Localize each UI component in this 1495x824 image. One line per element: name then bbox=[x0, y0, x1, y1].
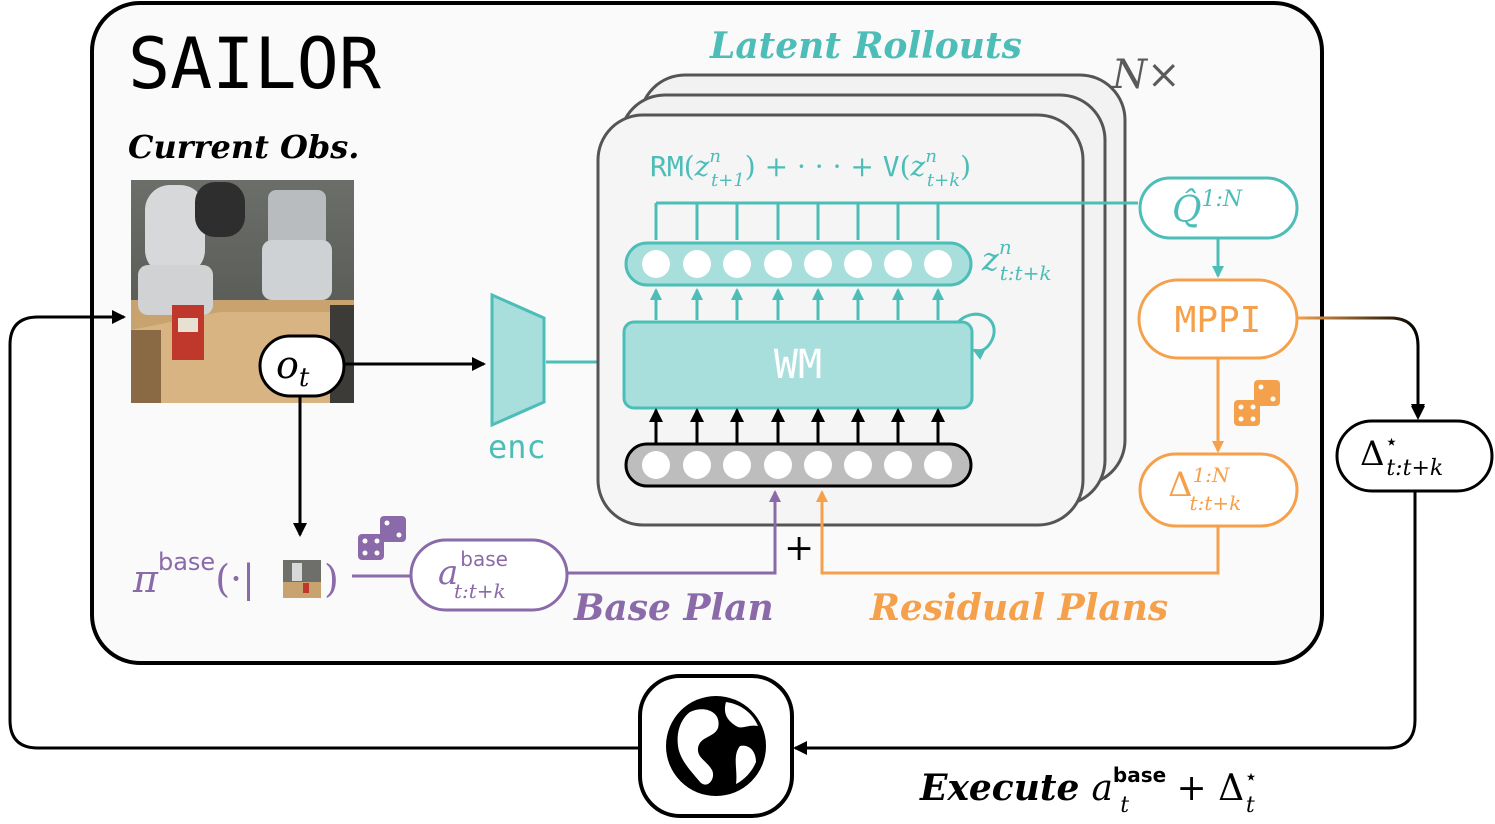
svg-text:Δ1:Nt:t+k: Δ1:N t:t+k bbox=[1168, 463, 1241, 515]
dice-icon bbox=[1234, 380, 1280, 426]
env-feedback-path bbox=[8, 310, 640, 750]
action-node bbox=[924, 451, 952, 479]
latent-node bbox=[924, 250, 952, 278]
latent-label-sub: t:t+k bbox=[1000, 261, 1052, 285]
base-action-sup: base bbox=[460, 547, 508, 571]
reward-rm: RM bbox=[650, 150, 684, 183]
svg-text:ot: ot bbox=[276, 343, 310, 393]
execute-a-sup: base bbox=[1113, 763, 1166, 787]
q-node-sup: 1:N bbox=[1202, 187, 1243, 212]
mppi-label: MPPI bbox=[1175, 300, 1262, 341]
residual-node: Δ1:N t:t+k bbox=[1138, 452, 1299, 528]
globe-icon bbox=[677, 702, 758, 785]
robot-camera-image bbox=[131, 180, 354, 403]
policy-args-close: ) bbox=[324, 557, 339, 601]
residual-node-base: Δ bbox=[1168, 465, 1193, 505]
output-node-sup: ⋆ bbox=[1385, 430, 1399, 455]
action-node bbox=[804, 451, 832, 479]
policy-args-open: (·| bbox=[215, 557, 255, 601]
rollout-panel bbox=[596, 113, 1085, 527]
enc-label: enc bbox=[488, 428, 546, 466]
encoder-shape bbox=[490, 292, 546, 428]
svg-text:Δ⋆t:t+k: Δ⋆t:t+k bbox=[1360, 430, 1443, 481]
latent-label-base: z bbox=[981, 240, 1000, 278]
latent-nodes bbox=[642, 250, 952, 278]
action-to-wm-arrows bbox=[649, 408, 945, 443]
latent-bar bbox=[624, 241, 973, 287]
execute-a-sub: t bbox=[1120, 793, 1129, 818]
latent-node bbox=[683, 250, 711, 278]
plus-sign: + bbox=[784, 528, 814, 569]
base-action-base: a bbox=[438, 553, 458, 593]
action-node bbox=[723, 451, 751, 479]
title: SAILOR bbox=[128, 23, 382, 105]
latent-node bbox=[844, 250, 872, 278]
execute-label: Execute bbox=[919, 767, 1079, 809]
stack-count: N bbox=[1111, 52, 1149, 98]
policy-sup: base bbox=[158, 548, 215, 576]
action-nodes bbox=[642, 451, 952, 479]
stack-count-label: N× bbox=[1111, 52, 1181, 98]
q-node: Q̂1:N bbox=[1138, 176, 1299, 240]
mppi-node: MPPI bbox=[1137, 278, 1299, 360]
base-plan-label: Base Plan bbox=[573, 587, 774, 629]
execute-delta-sub: t bbox=[1246, 793, 1255, 818]
base-plan-path bbox=[568, 490, 781, 575]
q-node-base: Q̂ bbox=[1172, 188, 1202, 231]
globe-node bbox=[638, 674, 794, 818]
output-node: Δ⋆t:t+k bbox=[1335, 419, 1494, 493]
latent-node bbox=[764, 250, 792, 278]
execute-plus: + Δ bbox=[1165, 768, 1244, 809]
action-node bbox=[884, 451, 912, 479]
wm-to-latent-arrows bbox=[650, 288, 944, 320]
latent-node bbox=[884, 250, 912, 278]
action-bar bbox=[624, 442, 973, 488]
latent-node bbox=[642, 250, 670, 278]
execute-caption: Execute abase t + Δ⋆ t bbox=[919, 763, 1258, 818]
wm-label: WM bbox=[774, 342, 822, 388]
latent-rollouts-label: Latent Rollouts bbox=[709, 25, 1022, 67]
execute-a: a bbox=[1091, 768, 1112, 809]
reward-bus bbox=[654, 201, 1138, 240]
svg-text:πbase(·|: πbase(·| bbox=[132, 548, 255, 601]
latent-label-sup: n bbox=[999, 235, 1012, 259]
stack-times: × bbox=[1147, 52, 1181, 98]
wm-self-loop bbox=[956, 312, 996, 360]
obs-node-sub: t bbox=[299, 363, 310, 393]
svg-text:Q̂1:N: Q̂1:N bbox=[1172, 187, 1243, 231]
current-obs-label: Current Obs. bbox=[128, 128, 359, 166]
latent-node bbox=[804, 250, 832, 278]
mppi-to-output-arrowhead bbox=[1411, 406, 1425, 420]
policy-expression: πbase(·| ) bbox=[132, 548, 339, 601]
action-node bbox=[844, 451, 872, 479]
latent-node bbox=[723, 250, 751, 278]
base-action-sub: t:t+k bbox=[454, 579, 506, 603]
obs-node: ot bbox=[258, 334, 346, 398]
action-node bbox=[764, 451, 792, 479]
execute-loop-path bbox=[793, 492, 1417, 755]
residual-plans-path bbox=[816, 490, 1220, 575]
policy-pi: π bbox=[132, 557, 159, 601]
execute-delta-sup: ⋆ bbox=[1244, 765, 1258, 790]
action-node bbox=[683, 451, 711, 479]
output-node-base: Δ bbox=[1360, 434, 1385, 474]
obs-node-base: o bbox=[276, 343, 299, 387]
residual-plans-label: Residual Plans bbox=[869, 587, 1168, 629]
reward-v: V bbox=[883, 150, 900, 183]
mppi-to-output-arrow bbox=[1298, 316, 1420, 416]
wm-box bbox=[622, 320, 974, 410]
residual-node-sup: 1:N bbox=[1193, 463, 1231, 487]
reward-mid: ) + · · · + bbox=[745, 150, 883, 183]
action-node bbox=[642, 451, 670, 479]
dice-icon bbox=[358, 516, 406, 560]
output-node-sub: t:t+k bbox=[1386, 456, 1443, 481]
residual-node-sub: t:t+k bbox=[1190, 491, 1242, 515]
